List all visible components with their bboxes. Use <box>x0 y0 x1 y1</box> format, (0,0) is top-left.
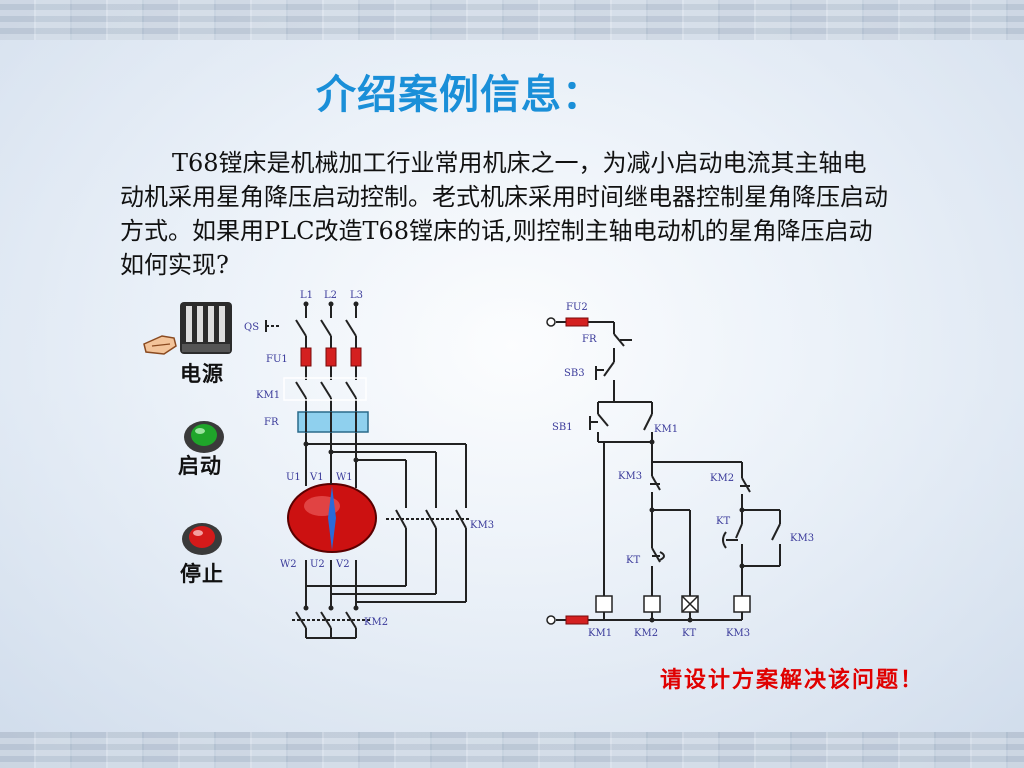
label-coil-km2: KM2 <box>634 628 658 639</box>
red-button-icon <box>182 523 222 555</box>
fuse-fu2-bottom <box>565 615 589 625</box>
fuse-fu1-l3 <box>350 347 362 367</box>
label-km2-nc: KM2 <box>710 473 734 484</box>
label-km2-main: KM2 <box>364 617 388 628</box>
case-description: T68镗床是机械加工行业常用机床之一，为减小启动电流其主轴电动机采用星角降压启动… <box>120 146 890 282</box>
label-km1-main: KM1 <box>256 390 280 401</box>
label-l2: L2 <box>324 290 337 301</box>
label-qs: QS <box>244 322 259 333</box>
label-fr-ctrl: FR <box>582 334 597 345</box>
label-sb3: SB3 <box>564 368 585 379</box>
label-kt-nc: KT <box>626 555 640 566</box>
stop-button[interactable] <box>180 522 224 556</box>
stop-label: 停止 <box>180 562 224 586</box>
case-paragraph: T68镗床是机械加工行业常用机床之一，为减小启动电流其主轴电动机采用星角降压启动… <box>120 149 888 279</box>
call-to-action: 请设计方案解决该问题！ <box>660 667 925 693</box>
label-w1: W1 <box>336 472 353 483</box>
power-switch-button[interactable] <box>140 300 240 362</box>
label-km3-no: KM3 <box>790 533 814 544</box>
coil-km2 <box>643 595 661 613</box>
label-coil-km3: KM3 <box>726 628 750 639</box>
label-fu1: FU1 <box>266 354 288 365</box>
coil-km1 <box>595 595 613 613</box>
thermal-relay-fr <box>297 411 369 433</box>
label-w2: W2 <box>280 559 297 570</box>
slide-title: 介绍案例信息： <box>316 72 603 118</box>
fuse-fu1-l2 <box>325 347 337 367</box>
label-l1: L1 <box>300 290 313 301</box>
label-fu2: FU2 <box>566 302 588 313</box>
label-km3-main: KM3 <box>470 520 494 531</box>
fuse-fu2-top <box>565 317 589 327</box>
label-v1: V1 <box>309 472 324 483</box>
label-km1-hold: KM1 <box>654 424 678 435</box>
power-switch-icon <box>143 302 232 355</box>
control-circuit-diagram: FU2 FR SB3 SB1 KM1 KM3 KM2 KT KT KM3 KM1… <box>546 302 814 639</box>
label-coil-kt: KT <box>682 628 696 639</box>
main-circuit-diagram: L1 L2 L3 QS FU1 KM1 FR U1 V1 W1 W2 U2 V2… <box>244 290 494 639</box>
label-km3-nc: KM3 <box>618 471 642 482</box>
label-u2: U2 <box>310 559 325 570</box>
label-coil-km1: KM1 <box>588 628 612 639</box>
fuse-fu1-l1 <box>300 347 312 367</box>
start-button[interactable] <box>182 420 226 454</box>
label-kt-no: KT <box>716 516 730 527</box>
label-v2: V2 <box>335 559 350 570</box>
start-label: 启动 <box>178 454 222 478</box>
power-label: 电源 <box>180 362 224 386</box>
top-border-band <box>0 0 1024 40</box>
green-button-icon <box>184 421 224 453</box>
label-fr-main: FR <box>264 417 279 428</box>
bottom-border-band <box>0 732 1024 768</box>
coil-km3 <box>733 595 751 613</box>
label-l3: L3 <box>350 290 363 301</box>
label-sb1: SB1 <box>552 422 573 433</box>
label-u1: U1 <box>286 472 301 483</box>
